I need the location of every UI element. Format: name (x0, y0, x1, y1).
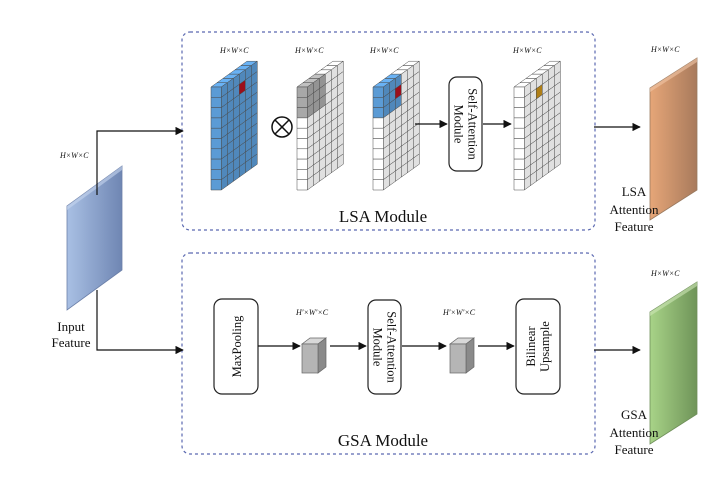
input-to-lsa-arrow (96, 126, 184, 195)
gsa-attention-line1: Self-Attention (385, 311, 399, 383)
input-dim-label: H×W×C (59, 151, 89, 160)
grid-front-cell (210, 158, 222, 170)
input-to-gsa-arrow (96, 290, 184, 355)
lsa-attention-line1: Self-Attention (466, 88, 480, 160)
gsa-attention-line2: Module (371, 328, 385, 367)
gsa-output-dim: H×W×C (650, 269, 680, 278)
grid-side-cell (413, 153, 420, 169)
grid-front-cell (210, 117, 222, 129)
gsa-dim-2: H′×W′×C (442, 308, 476, 317)
grid-front-cell (296, 138, 308, 150)
grid-front-cell (513, 117, 525, 129)
grid-front-cell (296, 86, 308, 98)
grid-front-cell (372, 169, 384, 180)
lsa-dim-3: H×W×C (369, 46, 399, 55)
gsa-upsample-line1: Bilinear (524, 326, 538, 367)
grid-front-cell (372, 158, 384, 170)
lsa-output-slab (649, 57, 698, 221)
lsa-self-attention-box (448, 76, 483, 172)
lsa-output-label-3: Feature (615, 219, 654, 234)
grid-front-cell (296, 127, 308, 139)
lsa-attention-line2: Module (452, 105, 466, 144)
lsa-output-dim: H×W×C (650, 45, 680, 54)
grid-front-cell (372, 138, 384, 150)
grid-front-cell (210, 97, 222, 108)
gsa-output-label-1: GSA (621, 407, 648, 422)
grid-front-cell (210, 148, 222, 160)
grid-front-cell (296, 169, 308, 180)
grid-front-cell (210, 179, 222, 191)
grid-front-cell (296, 148, 308, 160)
gsa-upsample-line2: Upsample (538, 321, 552, 372)
lsa-grid-output (513, 60, 562, 191)
gsa-module-box (181, 252, 596, 455)
gsa-small-cube-1 (300, 337, 328, 374)
grid-front-cell (372, 86, 384, 98)
grid-front-cell (513, 148, 525, 160)
grid-front-cell (210, 107, 222, 119)
grid-front-cell (296, 117, 308, 129)
lsa-dim-4: H×W×C (512, 46, 542, 55)
grid-front-cell (513, 97, 525, 108)
grid-front-cell (210, 138, 222, 150)
grid-front-cell (210, 169, 222, 180)
input-feature-slab (66, 165, 123, 311)
gsa-self-attention-box (367, 299, 402, 395)
gsa-upsample-box (515, 298, 561, 395)
grid-front-cell (296, 158, 308, 170)
grid-front-cell (513, 107, 525, 119)
grid-front-cell (210, 127, 222, 139)
gsa-output-label-2: Attention (609, 425, 659, 440)
grid-front-cell (513, 86, 525, 98)
grid-side-cell (337, 153, 344, 169)
grid-front-cell (372, 107, 384, 119)
gsa-maxpooling-label: MaxPooling (230, 315, 244, 378)
grid-side-cell (554, 153, 561, 169)
input-label-line2: Feature (52, 335, 91, 350)
lsa-output-label-2: Attention (609, 202, 659, 217)
grid-front-cell (372, 117, 384, 129)
grid-front-cell (513, 158, 525, 170)
grid-front-cell (372, 127, 384, 139)
lsa-grid-blue (210, 60, 259, 191)
gsa-module-title: GSA Module (338, 431, 428, 450)
grid-front-cell (372, 179, 384, 191)
lsa-module-title: LSA Module (339, 207, 427, 226)
lsa-grid-window (372, 60, 421, 191)
lsa-dim-2: H×W×C (294, 46, 324, 55)
grid-front-cell (513, 138, 525, 150)
grid-front-cell (296, 179, 308, 191)
gsa-dim-1: H′×W′×C (295, 308, 329, 317)
gsa-output-slab (649, 281, 698, 445)
grid-front-cell (296, 97, 308, 108)
lsa-dim-1: H×W×C (219, 46, 249, 55)
grid-front-cell (513, 127, 525, 139)
grid-front-cell (372, 97, 384, 108)
gsa-small-cube-2 (448, 337, 476, 374)
grid-front-cell (296, 107, 308, 119)
gsa-output-label-3: Feature (615, 442, 654, 457)
multiply-icon (271, 116, 293, 138)
grid-front-cell (513, 179, 525, 191)
grid-side-cell (251, 153, 258, 169)
grid-front-cell (513, 169, 525, 180)
input-label-line1: Input (57, 319, 85, 334)
grid-front-cell (372, 148, 384, 160)
lsa-output-label-1: LSA (622, 184, 647, 199)
lsa-grid-gray (296, 60, 345, 191)
grid-front-cell (210, 86, 222, 98)
